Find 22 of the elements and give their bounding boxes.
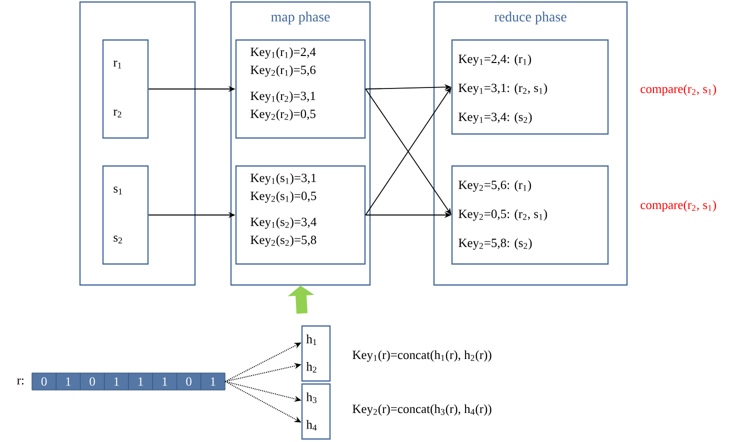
compare-note: compare(r$_{2}$, s$_{1}$) bbox=[640, 84, 716, 96]
bit-cell: 1 bbox=[128, 372, 153, 390]
group-box: Key$_{2}$=5,6: (r$_{1}$) Key$_{2}$=0,5: (r$_{2}$, s$_{1}$) Key$_{2}$=5,8: (s$_{2}$) bbox=[451, 165, 609, 265]
hash-box: h$_{1}$ h$_{2}$ bbox=[301, 325, 331, 382]
key-box: Key$_{1}$(s$_{1}$)=3,1 Key$_{2}$(s$_{1}$)=0,5 Key$_{1}$(s$_{2}$)=3,4 Key$_{2}$(s$_{2}$)=5,8 bbox=[235, 165, 366, 265]
key-formula: Key$_{2}$(r)=concat(h$_{3}$(r), h$_{4}$(r)) bbox=[352, 404, 492, 416]
key-formula: Key$_{1}$(r)=concat(h$_{1}$(r), h$_{2}$(r)) bbox=[352, 350, 492, 362]
group-box: Key$_{1}$=2,4: (r$_{1}$) Key$_{1}$=3,1: (r$_{2}$, s$_{1}$) Key$_{1}$=3,4: (s$_{2}$) bbox=[451, 39, 609, 135]
record-box: s$_{1}$ s$_{2}$ bbox=[102, 165, 149, 265]
bit-cell: 1 bbox=[104, 372, 129, 390]
row-label: r: bbox=[17, 378, 24, 385]
bit-cell: 1 bbox=[152, 372, 177, 390]
bit-cell: 1 bbox=[56, 372, 80, 390]
record-box: r$_{1}$ r$_{2}$ bbox=[102, 39, 149, 139]
bit-cell: 0 bbox=[32, 372, 56, 390]
bit-cell: 1 bbox=[200, 372, 226, 390]
phase-panel bbox=[79, 1, 196, 286]
hash-box: h$_{3}$ h$_{4}$ bbox=[301, 383, 331, 440]
bit-cell: 0 bbox=[176, 372, 202, 390]
key-box: Key$_{1}$(r$_{1}$)=2,4 Key$_{2}$(r$_{1}$)=5,6 Key$_{1}$(r$_{2}$)=3,1 Key$_{2}$(r$_{2}$)=0,5 bbox=[235, 39, 366, 139]
compare-note: compare(r$_{2}$, s$_{1}$) bbox=[640, 200, 716, 212]
bit-cell: 0 bbox=[80, 372, 105, 390]
